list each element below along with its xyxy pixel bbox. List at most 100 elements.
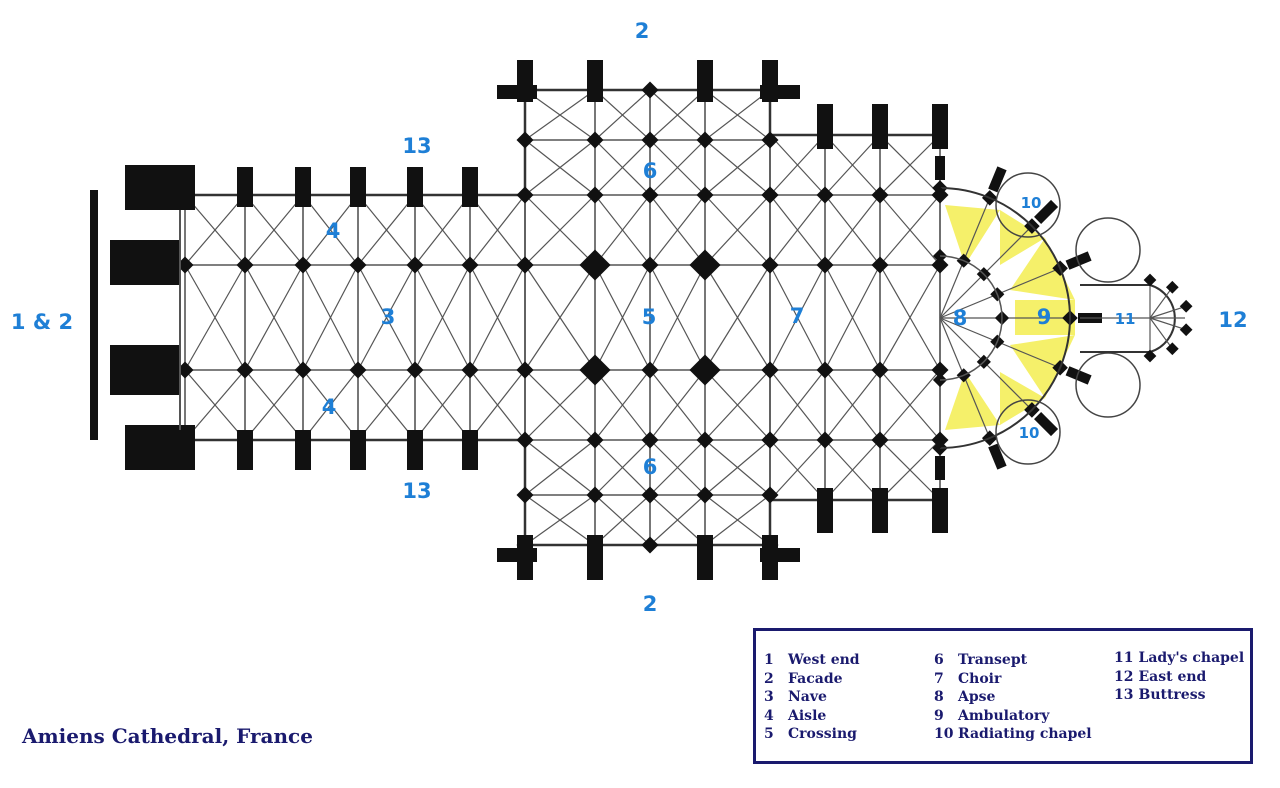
pier (761, 256, 779, 274)
vault-rib (769, 194, 826, 266)
label-west-end: 1 & 2 (10, 310, 74, 334)
pier (641, 81, 659, 99)
vault-rib (704, 264, 771, 371)
pier (931, 431, 949, 449)
ambulatory-highlight (1010, 238, 1075, 300)
buttress (587, 60, 603, 102)
vault-rib (594, 89, 651, 141)
pier (816, 256, 834, 274)
chapel-buttress (1034, 199, 1059, 224)
pier (461, 256, 479, 274)
label-choir: 7 (789, 304, 805, 328)
apse-arcade (939, 255, 1003, 381)
buttress (497, 85, 537, 99)
pier (871, 361, 889, 379)
pier (579, 354, 611, 386)
radiating-chapel (995, 172, 1061, 238)
pier (349, 256, 367, 274)
vault-rib (594, 439, 651, 496)
buttress (350, 430, 366, 470)
pier (641, 186, 659, 204)
vault-rib (879, 264, 941, 371)
vault-rib (244, 194, 304, 266)
apse-wall (939, 187, 1071, 449)
vault-rib (704, 369, 771, 441)
vault-rib (879, 369, 941, 441)
chapel-buttress (1034, 412, 1059, 437)
buttress (350, 167, 366, 207)
pier (761, 131, 779, 149)
pier (761, 361, 779, 379)
buttress (295, 167, 311, 207)
pier (516, 131, 534, 149)
vault-rib (879, 134, 941, 196)
vault-rib (824, 264, 881, 371)
vault-rib (704, 439, 771, 496)
buttress (697, 60, 713, 102)
pier (641, 361, 659, 379)
vault-rib (244, 264, 304, 371)
buttress (932, 488, 948, 533)
buttress (90, 190, 98, 440)
chapel-rib (1149, 317, 1172, 347)
buttress (125, 165, 195, 210)
vault-rib (524, 264, 596, 371)
pier (1165, 280, 1179, 294)
label-apse: 8 (952, 306, 968, 330)
vault-rib (769, 134, 826, 196)
pier (641, 431, 659, 449)
label-buttress-south: 13 (402, 479, 432, 503)
label-facade-south: 2 (642, 592, 658, 616)
pier (931, 256, 949, 274)
chapel-rib (1149, 289, 1172, 319)
label-crossing: 5 (641, 305, 657, 329)
vault-rib (524, 439, 596, 496)
label-buttress-north: 13 (402, 134, 432, 158)
label-chapel-south: 10 (1018, 424, 1040, 442)
diagram-title: Amiens Cathedral, France (22, 724, 313, 748)
buttress (817, 488, 833, 533)
ambulatory-highlight (1010, 335, 1075, 398)
pier (586, 486, 604, 504)
pier (696, 486, 714, 504)
vault-rib (357, 264, 416, 371)
pier (294, 256, 312, 274)
buttress (295, 430, 311, 470)
vault-rib (184, 264, 246, 371)
pier (696, 131, 714, 149)
buttress (407, 167, 423, 207)
ambulatory-highlight (1000, 372, 1045, 425)
vault-rib (594, 369, 651, 441)
pier (696, 186, 714, 204)
pier (871, 256, 889, 274)
pier (406, 361, 424, 379)
buttress (760, 85, 800, 99)
vault-rib (414, 264, 471, 371)
buttress (817, 104, 833, 149)
label-transept-south: 6 (642, 455, 658, 479)
pier (641, 256, 659, 274)
vault-rib (594, 264, 651, 371)
pier (516, 431, 534, 449)
label-aisle-north: 4 (325, 219, 341, 243)
vault-rib (704, 89, 771, 141)
chapel-rib (1149, 317, 1184, 330)
vault-rib (524, 194, 596, 266)
vault-rib (302, 369, 359, 441)
chapel-buttress (988, 166, 1007, 193)
vault-rib (769, 439, 826, 501)
pier (461, 361, 479, 379)
pier (1179, 299, 1193, 313)
buttress (587, 535, 603, 580)
vault-rib (649, 494, 706, 546)
vault-rib (469, 369, 526, 441)
vault-rib (357, 369, 416, 441)
buttress (932, 104, 948, 149)
pier (516, 256, 534, 274)
